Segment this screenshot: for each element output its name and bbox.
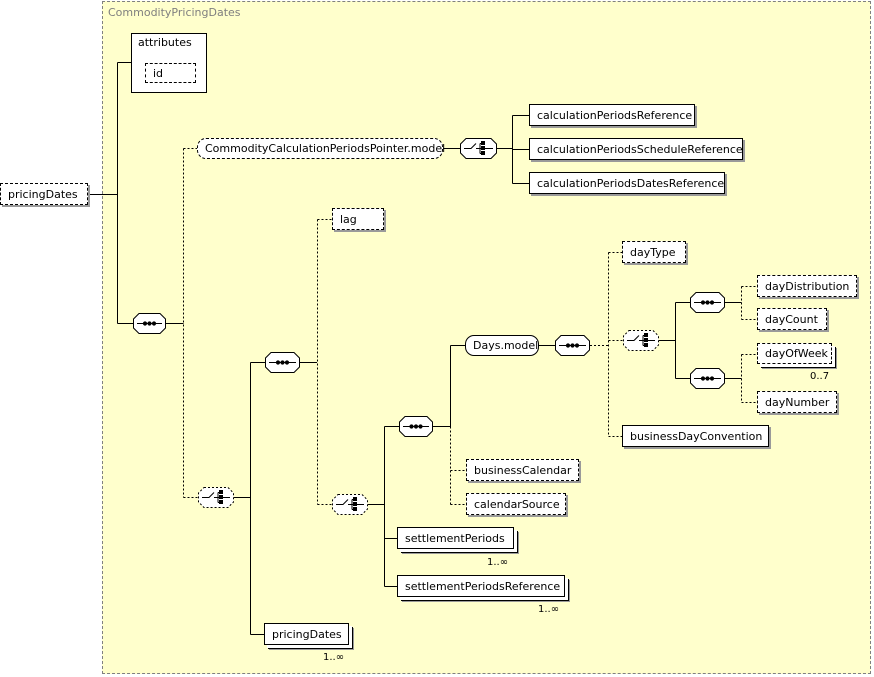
element-day-of-week-label: dayOfWeek: [765, 347, 828, 360]
element-day-type-label: dayType: [630, 245, 676, 259]
element-day-of-week[interactable]: dayOfWeek: [757, 343, 832, 364]
element-day-count[interactable]: dayCount: [757, 308, 827, 330]
element-day-number-label: dayNumber: [765, 395, 830, 409]
element-business-calendar[interactable]: businessCalendar: [466, 459, 579, 481]
element-lag-label: lag: [340, 212, 357, 226]
element-bdc-label: businessDayConvention: [630, 429, 763, 443]
element-settlement-periods[interactable]: settlementPeriods: [397, 527, 514, 549]
occurrence-pricing-dates-inner: 1..∞: [323, 652, 345, 663]
element-settlement-periods-reference-label: settlementPeriodsReference: [405, 579, 561, 593]
element-lag[interactable]: lag: [332, 208, 384, 230]
element-settlement-periods-label: settlementPeriods: [405, 531, 505, 545]
attributes-box[interactable]: attributes id: [131, 33, 207, 93]
occurrence-settlement-periods: 1..∞: [487, 557, 509, 568]
root-element-pricing-dates[interactable]: pricingDates: [0, 183, 88, 205]
element-calc-dates-label: calculationPeriodsDatesReference: [537, 176, 725, 190]
group-days-model-label: Days.model: [473, 339, 539, 352]
group-days-model[interactable]: Days.model: [465, 335, 539, 356]
element-business-calendar-label: businessCalendar: [474, 463, 572, 477]
root-element-label: pricingDates: [8, 187, 78, 201]
element-business-day-convention[interactable]: businessDayConvention: [622, 425, 769, 447]
element-day-count-label: dayCount: [765, 312, 818, 326]
group-pointer-label: CommodityCalculationPeriodsPointer.model: [205, 142, 446, 155]
element-day-type[interactable]: dayType: [622, 241, 686, 263]
element-calculation-periods-schedule-reference[interactable]: calculationPeriodsScheduleReference: [529, 138, 743, 160]
element-calendar-source[interactable]: calendarSource: [466, 493, 566, 515]
element-calc-schedule-label: calculationPeriodsScheduleReference: [537, 142, 743, 156]
group-commodity-calculation-periods-pointer[interactable]: CommodityCalculationPeriodsPointer.model: [197, 138, 446, 159]
attributes-title: attributes: [138, 36, 192, 49]
element-settlement-periods-reference[interactable]: settlementPeriodsReference: [397, 575, 565, 597]
attribute-id[interactable]: id: [145, 63, 196, 83]
element-day-number[interactable]: dayNumber: [757, 391, 837, 413]
element-calc-ref-label: calculationPeriodsReference: [537, 108, 693, 122]
sequence-compositors: [133, 292, 725, 437]
element-calculation-periods-dates-reference[interactable]: calculationPeriodsDatesReference: [529, 172, 725, 194]
element-calculation-periods-reference[interactable]: calculationPeriodsReference: [529, 104, 695, 126]
choice-compositors: [198, 138, 659, 515]
element-calendar-source-label: calendarSource: [474, 497, 560, 511]
element-day-distribution-label: dayDistribution: [765, 279, 850, 293]
occurrence-settlement-periods-reference: 1..∞: [538, 604, 560, 615]
occurrence-day-of-week: 0..7: [810, 371, 830, 382]
attribute-id-label: id: [153, 66, 164, 80]
element-day-distribution[interactable]: dayDistribution: [757, 275, 857, 297]
element-pricing-dates-inner-label: pricingDates: [272, 627, 342, 641]
element-pricing-dates-inner[interactable]: pricingDates: [264, 623, 349, 645]
panel-title: CommodityPricingDates: [108, 6, 241, 19]
